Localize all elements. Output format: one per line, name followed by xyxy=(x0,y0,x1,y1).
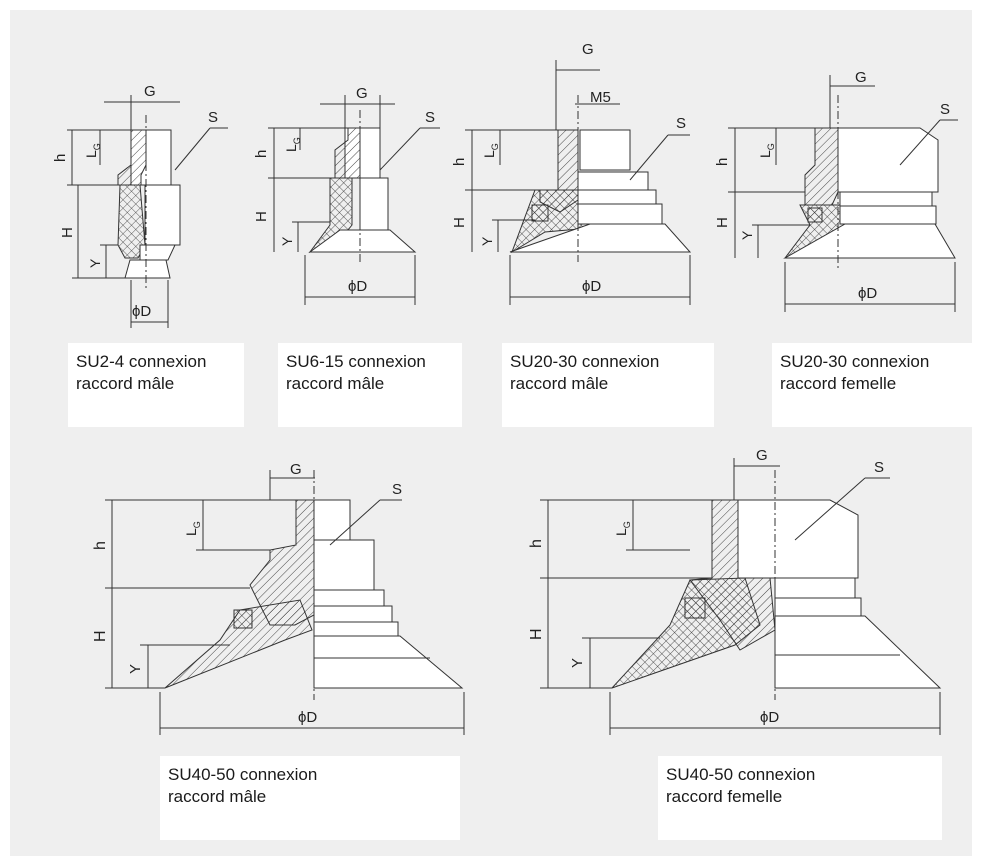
caption-line-2: raccord mâle xyxy=(168,787,267,806)
label-g: G xyxy=(144,83,156,100)
label-lg-subscript: G xyxy=(192,521,202,528)
label-h-big: H xyxy=(528,628,545,640)
label-s: S xyxy=(392,481,402,498)
label-d: ϕD xyxy=(582,278,601,295)
caption-line-1: SU40-50 connexion xyxy=(666,765,816,784)
label-h-big: H xyxy=(92,630,109,642)
caption-line-1: SU6-15 connexion xyxy=(286,352,426,371)
label-y: Y xyxy=(127,664,144,674)
label-m5: M5 xyxy=(590,89,611,106)
caption-line-1: SU40-50 connexion xyxy=(168,765,318,784)
label-h-small: h xyxy=(714,158,731,166)
label-d: ϕD xyxy=(760,709,779,726)
label-d: ϕD xyxy=(132,303,151,320)
label-g: G xyxy=(756,447,768,464)
label-s: S xyxy=(425,109,435,126)
label-g: G xyxy=(582,41,594,58)
label-lg: LG xyxy=(481,143,500,158)
label-h-big: H xyxy=(451,217,468,228)
caption-su40-50-male: SU40-50 connexion raccord mâle xyxy=(160,756,460,840)
drawing-su20-30-female: G S h LG H Y ϕD xyxy=(714,69,958,312)
caption-line-2: raccord mâle xyxy=(76,374,175,393)
label-lg-subscript: G xyxy=(490,143,500,150)
drawing-su20-30-male: G M5 S h LG H Y ϕD xyxy=(451,41,692,305)
label-g: G xyxy=(855,69,867,86)
drawing-su2-4-male: G S h LG H Y ϕD xyxy=(52,83,228,328)
label-y: Y xyxy=(479,236,495,246)
label-d: ϕD xyxy=(298,709,317,726)
label-lg: LG xyxy=(613,521,632,536)
label-h-small: h xyxy=(528,539,545,548)
label-h-big: H xyxy=(59,227,76,238)
drawing-su40-50-female: G S h LG H Y ϕD xyxy=(528,447,942,735)
label-lg: LG xyxy=(183,521,202,536)
caption-line-1: SU20-30 connexion xyxy=(780,352,930,371)
caption-su2-4: SU2-4 connexion raccord mâle xyxy=(68,343,244,427)
caption-line-1: SU20-30 connexion xyxy=(510,352,660,371)
caption-line-2: raccord mâle xyxy=(286,374,385,393)
caption-line-2: raccord femelle xyxy=(666,787,783,806)
caption-line-2: raccord femelle xyxy=(780,374,897,393)
label-y: Y xyxy=(569,658,586,668)
label-h-big: H xyxy=(253,211,270,222)
label-y: Y xyxy=(279,236,295,246)
label-g: G xyxy=(356,85,368,102)
label-d: ϕD xyxy=(858,285,877,302)
caption-su40-50-female: SU40-50 connexion raccord femelle xyxy=(658,756,942,840)
label-lg-subscript: G xyxy=(92,143,102,150)
drawing-su6-15-male: G S h LG H Y ϕD xyxy=(253,85,440,305)
drawing-su40-50-male: G S h LG H Y ϕD xyxy=(92,461,465,735)
label-s: S xyxy=(676,115,686,132)
label-h-small: h xyxy=(253,150,270,158)
label-h-big: H xyxy=(714,217,731,228)
label-g: G xyxy=(290,461,302,478)
label-lg: LG xyxy=(757,143,776,158)
label-y: Y xyxy=(739,230,755,240)
label-h-small: h xyxy=(52,154,69,162)
label-lg: LG xyxy=(83,143,102,158)
label-lg-subscript: G xyxy=(622,521,632,528)
label-d: ϕD xyxy=(348,278,367,295)
label-s: S xyxy=(940,101,950,118)
caption-su20-30-male: SU20-30 connexion raccord mâle xyxy=(502,343,714,427)
label-y: Y xyxy=(87,258,103,268)
label-s: S xyxy=(208,109,218,126)
caption-line-1: SU2-4 connexion xyxy=(76,352,207,371)
label-h-small: h xyxy=(451,158,468,166)
label-lg-subscript: G xyxy=(766,143,776,150)
label-h-small: h xyxy=(92,541,109,550)
caption-su6-15: SU6-15 connexion raccord mâle xyxy=(278,343,462,427)
caption-line-2: raccord mâle xyxy=(510,374,609,393)
caption-su20-30-female: SU20-30 connexion raccord femelle xyxy=(772,343,972,427)
label-s: S xyxy=(874,459,884,476)
label-lg-subscript: G xyxy=(292,137,302,144)
label-lg: LG xyxy=(283,137,302,152)
